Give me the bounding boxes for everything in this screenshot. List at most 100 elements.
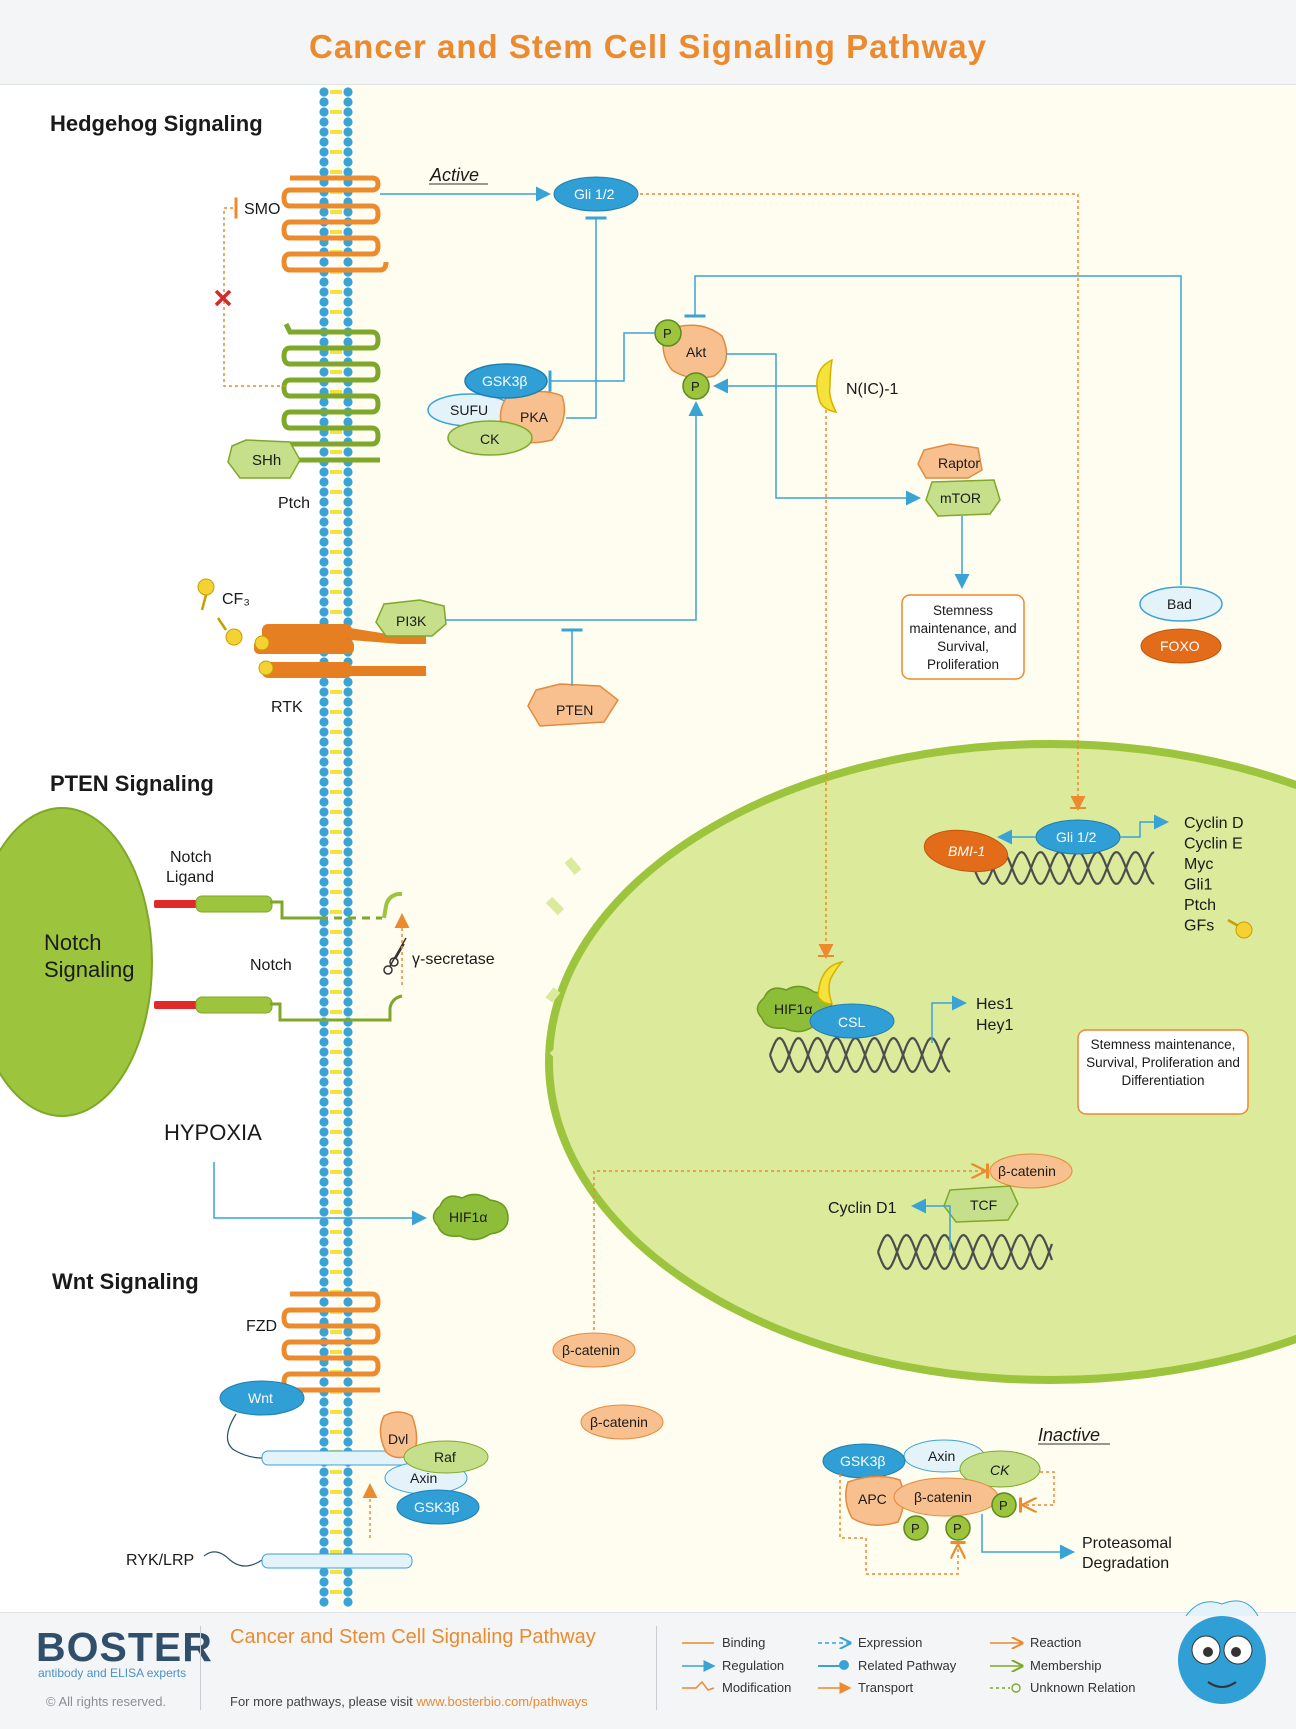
lipid-head [343, 957, 353, 967]
gsk3b-wnt-label: GSK3β [414, 1499, 459, 1515]
lipid-head [343, 1377, 353, 1387]
lipid-head [319, 977, 329, 987]
lipid-head [319, 1227, 329, 1237]
gli-to-targets-arrow [1120, 814, 1169, 838]
blocked-x-icon [214, 289, 232, 307]
lipid-tail [330, 890, 342, 894]
dna-strand [876, 1233, 1054, 1271]
legend-expression: Expression [858, 1635, 923, 1650]
hif1a-cytoplasm [432, 1193, 509, 1241]
lipid-head [319, 367, 329, 377]
lipid-head [343, 497, 353, 507]
lipid-tail [330, 470, 342, 474]
foxo-node [1140, 628, 1222, 664]
lipid-head [319, 867, 329, 877]
lipid-tail [330, 1330, 342, 1334]
section-pten: PTEN Signaling [50, 771, 214, 796]
wnt-label: Wnt [248, 1390, 273, 1406]
lipid-tail [330, 1490, 342, 1494]
ptch-label: Ptch [278, 495, 310, 512]
lipid-head [343, 1107, 353, 1117]
lipid-tail [330, 830, 342, 834]
bmi1-label: BMI-1 [948, 843, 985, 859]
lipid-tail [330, 990, 342, 994]
lipid-head [319, 857, 329, 867]
lipid-head [319, 497, 329, 507]
akt-to-mtor-arrow [726, 353, 921, 506]
lipid-head [319, 467, 329, 477]
lipid-head [319, 557, 329, 567]
wnt-tether [226, 1413, 263, 1459]
brand-logo[interactable]: BOSTER [36, 1624, 213, 1670]
lipid-head [319, 167, 329, 177]
lipid-tail [330, 750, 342, 754]
lipid-head [319, 817, 329, 827]
pathways-link[interactable]: www.bosterbio.com/pathways [416, 1694, 588, 1709]
lipid-head [319, 607, 329, 617]
raptor-label: Raptor [938, 455, 980, 471]
lipid-head [319, 1027, 329, 1037]
lipid-tail [330, 1170, 342, 1174]
lipid-tail [330, 1590, 342, 1594]
lipid-head [343, 1157, 353, 1167]
gli-target-gene: Gli1 [1184, 877, 1213, 894]
cf3-label: CF₃ [222, 591, 250, 608]
lipid-head [319, 1237, 329, 1247]
lipid-head [319, 807, 329, 817]
lipid-head [343, 1067, 353, 1077]
gli-target-gene: GFs [1184, 918, 1214, 935]
stemness-box-2 [1077, 1029, 1249, 1115]
hes1-label: Hes1 [976, 996, 1013, 1013]
lipid-head [343, 337, 353, 347]
complex-inhibits-gli [566, 216, 607, 419]
lipid-head [319, 1157, 329, 1167]
lipid-head [343, 847, 353, 857]
gli-transport-arrow [640, 193, 1086, 811]
lipid-head [319, 827, 329, 837]
ck-phospho-arrow [1022, 1471, 1055, 1505]
lipid-head [343, 1417, 353, 1427]
lipid-head [343, 297, 353, 307]
lipid-head [343, 767, 353, 777]
lipid-head [343, 227, 353, 237]
lipid-head [319, 737, 329, 747]
lipid-head [319, 587, 329, 597]
lipid-head [343, 1167, 353, 1177]
lipid-head [343, 257, 353, 267]
lipid-tail [330, 550, 342, 554]
lipid-head [319, 1297, 329, 1307]
gsk3b-wnt-node [396, 1489, 480, 1525]
lipid-head [319, 1347, 329, 1357]
lipid-head [319, 1567, 329, 1577]
lipid-head [343, 777, 353, 787]
header-bar [0, 0, 1296, 85]
lipid-head [343, 817, 353, 827]
gsk3b-label: GSK3β [482, 373, 527, 389]
lipid-head [343, 1257, 353, 1267]
dna-helix-tcf [876, 1233, 1054, 1271]
secretase-label: γ-secretase [412, 951, 495, 968]
lipid-tail [330, 1410, 342, 1414]
lipid-tail [330, 1270, 342, 1274]
pten-node [527, 683, 619, 727]
lipid-head [319, 1587, 329, 1597]
lipid-head [343, 867, 353, 877]
phospho-1 [991, 1492, 1017, 1518]
lipid-head [319, 967, 329, 977]
lipid-head [343, 1587, 353, 1597]
lipid-head [319, 117, 329, 127]
lipid-head [343, 467, 353, 477]
lipid-tail [330, 130, 342, 134]
lipid-head [319, 1497, 329, 1507]
lipid-head [319, 957, 329, 967]
section-hypoxia: HYPOXIA [164, 1120, 262, 1145]
lipid-head [319, 1137, 329, 1147]
lipid-head [319, 747, 329, 757]
lipid-head [319, 1467, 329, 1477]
lipid-head [343, 1217, 353, 1227]
bmi1-node [923, 829, 1009, 873]
lipid-head [343, 167, 353, 177]
